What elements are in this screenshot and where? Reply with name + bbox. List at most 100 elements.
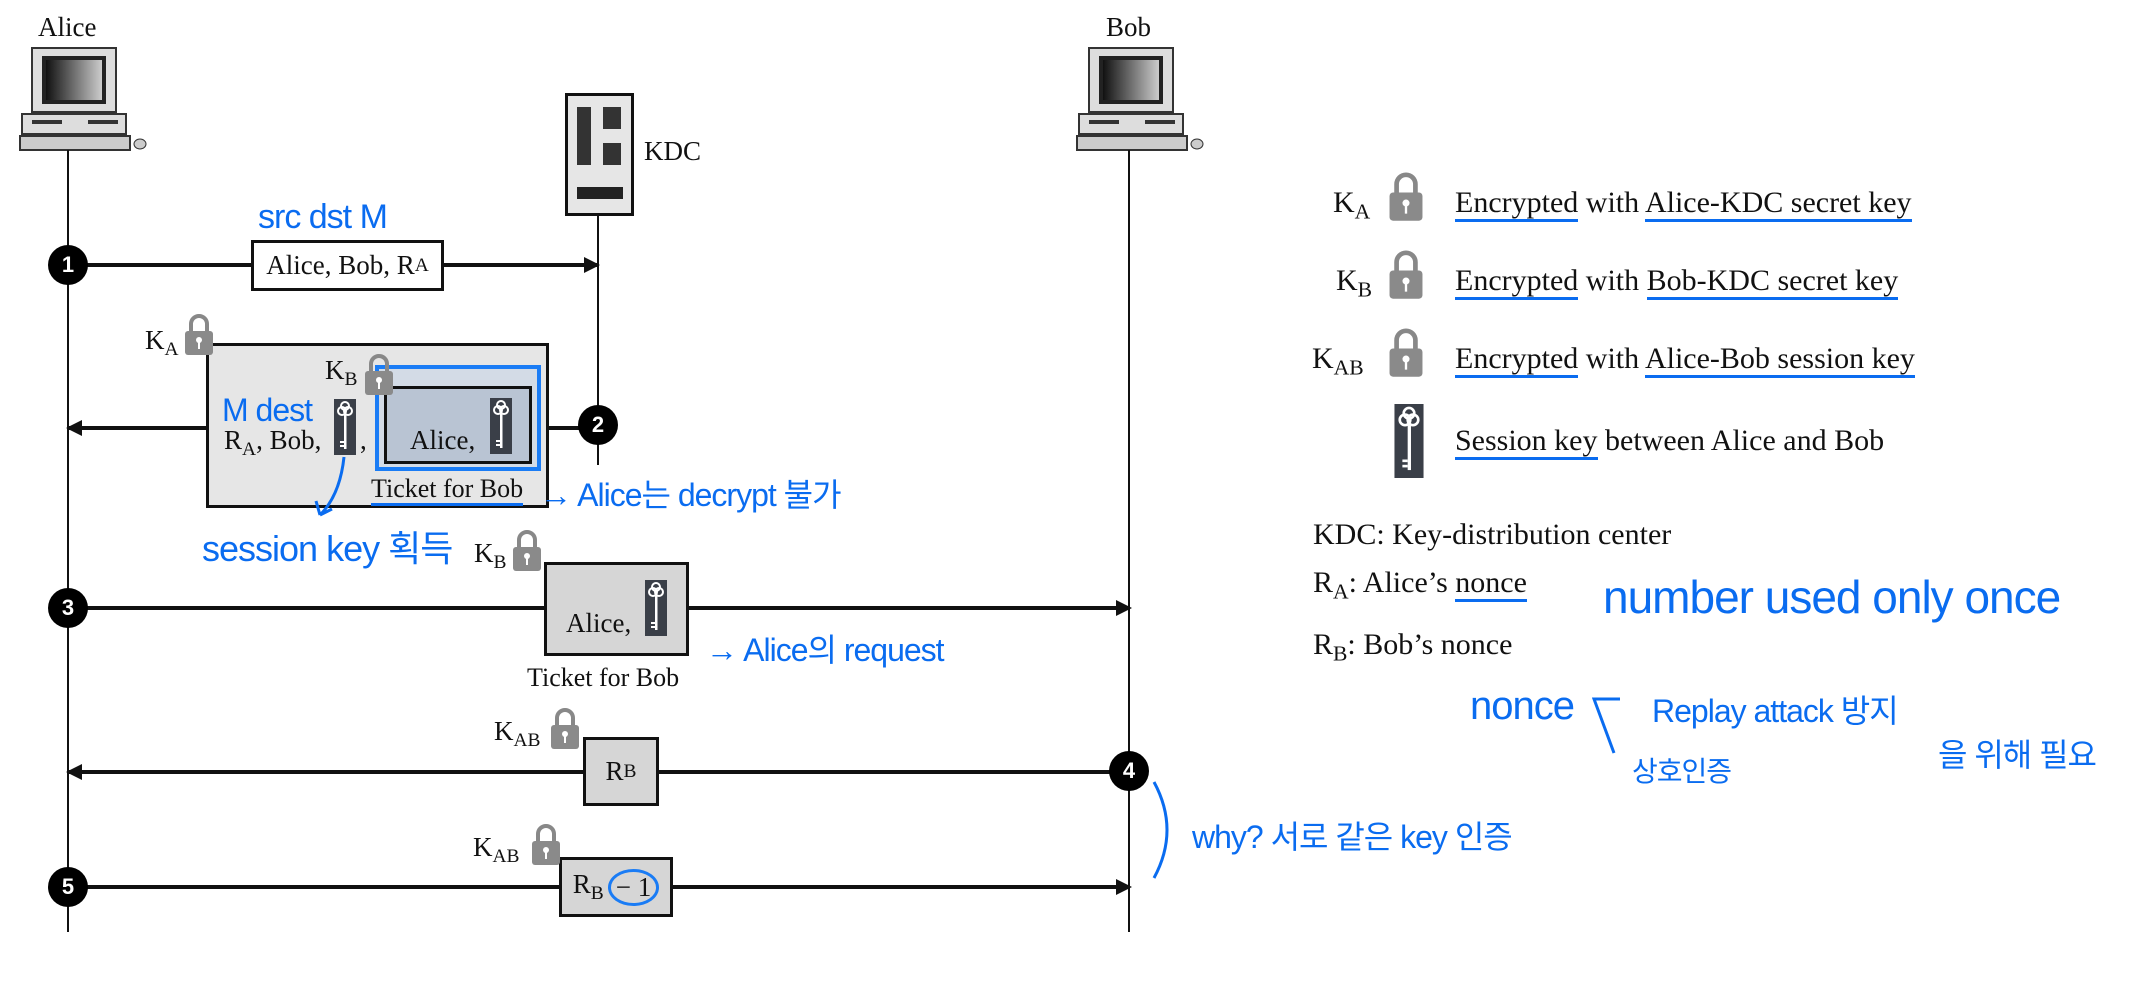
session-key-icon [490, 398, 512, 454]
k: K [473, 832, 493, 862]
step3-lock-label: KB [474, 538, 506, 574]
k-sub: B [493, 551, 507, 573]
bob-label: Bob [1106, 12, 1152, 42]
ticket-text: Alice, [410, 425, 476, 455]
lock-icon [551, 708, 579, 749]
annotation-session-key: session key 획득 [202, 528, 453, 569]
step1-badge: 1 [48, 245, 88, 285]
key-desc: Alice-Bob session key [1644, 342, 1915, 378]
session-key-icon [645, 580, 667, 636]
kdc-label: KDC [644, 136, 702, 166]
lock-icon [532, 824, 560, 865]
r-part: RB [573, 869, 604, 905]
def-kdc: KDC: Key-distribution center [1313, 518, 1672, 551]
legend-row-kb: Encrypted with Bob-KDC secret key [1455, 264, 1899, 300]
session-key: Session key [1455, 424, 1598, 460]
r: R [1313, 566, 1334, 599]
bob-lifeline [1128, 150, 1130, 932]
annotation-mutual-auth: 상호인증 [1632, 756, 1732, 787]
with: with [1578, 342, 1645, 375]
legend-row-session-key: Session key between Alice and Bob [1455, 424, 1885, 460]
step3-badge: 3 [48, 588, 88, 628]
between: between Alice and Bob [1597, 424, 1885, 457]
r-sub: A [1333, 579, 1349, 604]
k: K [474, 538, 494, 568]
step2-inner-lock-label: KB [325, 355, 357, 391]
step4-badge: 4 [1109, 751, 1149, 791]
step2-text: RA, Bob, [224, 425, 321, 461]
def-ra: RA: Alice’s nonce [1313, 566, 1527, 604]
step2-lock-label: KA [145, 325, 179, 361]
lock-icon [513, 530, 541, 571]
annotation-number-once: number used only once [1603, 571, 2061, 623]
k-sub: AB [513, 729, 541, 751]
r: R [224, 425, 243, 455]
r-sub: A [242, 438, 257, 460]
step3-text: Alice, [566, 608, 632, 638]
k-sub: A [1354, 199, 1371, 224]
step5-badge: 5 [48, 867, 88, 907]
session-key-icon [1394, 404, 1424, 478]
step5-lock-label: KAB [473, 832, 520, 868]
alice-label: Alice [38, 12, 97, 42]
annotation-m-dest: M dest [222, 392, 313, 428]
r: R [572, 869, 591, 900]
annotation-why: why? 서로 같은 key 인증 [1192, 819, 1513, 855]
lock-icon [1389, 172, 1423, 221]
encrypted: Encrypted [1455, 186, 1579, 222]
step1-sub: A [414, 254, 429, 276]
minus-one-circled: − 1 [607, 868, 660, 906]
k-sub: B [1357, 277, 1373, 302]
alice-lifeline [67, 150, 69, 932]
session-key-icon [334, 399, 356, 455]
bob: , Bob, [256, 425, 322, 455]
r-sub: B [590, 882, 604, 904]
bob-computer-icon [1076, 47, 1204, 151]
k: K [325, 355, 345, 385]
annotation-replay: Replay attack 방지 [1652, 693, 1899, 729]
step2-badge: 2 [578, 405, 618, 445]
lock-icon [1389, 250, 1423, 299]
annotation-branch [1592, 697, 1620, 754]
k: K [145, 325, 165, 355]
with: with [1578, 264, 1647, 297]
key-desc: Bob-KDC secret key [1646, 264, 1899, 300]
legend-ka-label: KA [1333, 186, 1370, 224]
encrypted: Encrypted [1455, 342, 1579, 378]
rb-text: : Bob’s nonce [1347, 628, 1513, 661]
annotation-needed: 을 위해 필요 [1938, 737, 2097, 773]
encrypted: Encrypted [1455, 264, 1579, 300]
lock-icon [1389, 328, 1423, 377]
legend-kab-label: KAB [1312, 342, 1364, 380]
k: K [1333, 186, 1355, 219]
annotation-alice-no-decrypt: → Alice는 decrypt 불가 [540, 477, 842, 513]
k: K [494, 716, 514, 746]
kdc-lifeline [597, 215, 599, 465]
k-sub: AB [1333, 355, 1364, 380]
step5-message: RB− 1 [559, 857, 673, 917]
comma: , [360, 425, 367, 455]
annotation-bracket [1152, 781, 1169, 879]
ticket-for-bob-label: Ticket for Bob [371, 475, 524, 506]
k-sub: AB [492, 845, 520, 867]
step1-text: Alice, Bob, R [266, 250, 415, 280]
k: K [1312, 342, 1334, 375]
alice-computer-icon [19, 47, 147, 151]
lock-icon [365, 354, 393, 395]
r: R [605, 756, 624, 786]
k: K [1336, 264, 1358, 297]
kdc-server-icon [565, 93, 634, 216]
k-sub: A [164, 338, 179, 360]
r-sub: B [623, 760, 637, 782]
nonce-word: nonce [1455, 566, 1527, 602]
annotation-arrow [314, 456, 346, 517]
ra-text: : Alice’s [1348, 566, 1456, 599]
annotation-nonce: nonce [1470, 684, 1575, 728]
annotation-src-dst-m: src dst M [258, 198, 388, 236]
annotation-alice-request: → Alice의 request [706, 632, 945, 668]
legend-row-ka: Encrypted with Alice-KDC secret key [1455, 186, 1912, 222]
lock-icon [185, 314, 213, 355]
legend-kb-label: KB [1336, 264, 1372, 302]
